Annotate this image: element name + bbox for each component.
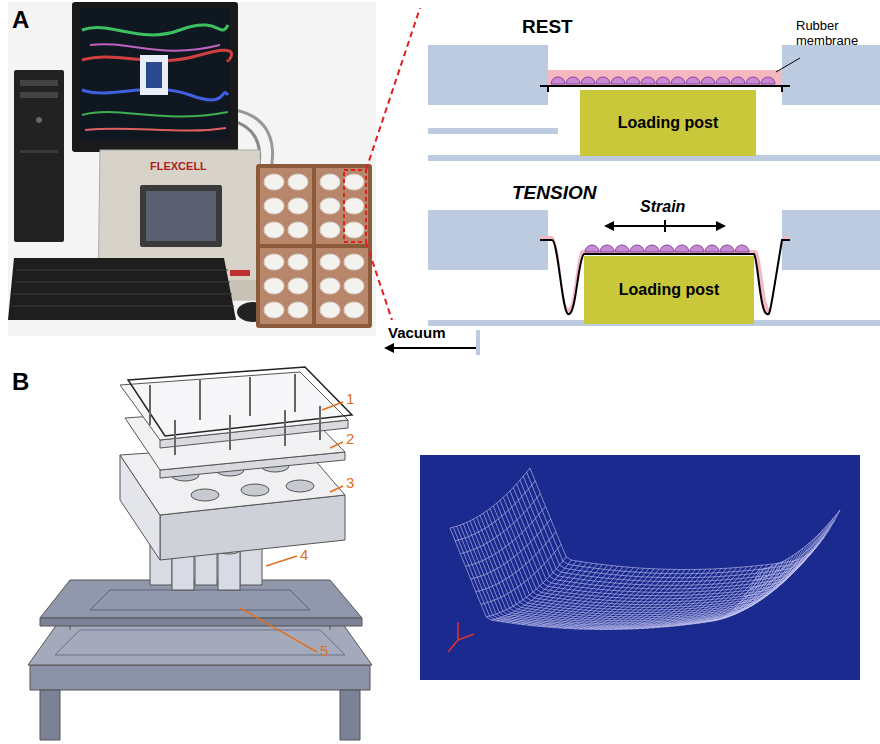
part-label: Rubber membrane [796, 18, 876, 48]
deformed-membrane-mesh [450, 468, 840, 630]
post-label: Loading post [619, 281, 719, 299]
tension-diagram [386, 210, 880, 355]
rest-diagram [428, 45, 880, 161]
panel-letter: A [12, 6, 29, 34]
state-title: REST [522, 16, 573, 38]
zoom-lines [366, 8, 420, 320]
loading-post: Loading post [580, 90, 756, 156]
brand-text: FLEXCELL [150, 160, 207, 172]
panel-letter: B [12, 368, 29, 396]
flexcell-photo [8, 2, 376, 336]
callout-number: 2 [346, 430, 354, 447]
cad-exploded-view [28, 367, 372, 740]
mesh-background [420, 455, 860, 680]
loading-post: Loading post [584, 256, 754, 324]
callout-number: 1 [346, 390, 354, 407]
state-title: TENSION [512, 182, 596, 204]
post-label: Loading post [618, 114, 718, 132]
callout-number: 4 [300, 546, 308, 563]
callout-number: 3 [346, 474, 354, 491]
callout-leaders [240, 402, 343, 652]
callout-number: 5 [320, 642, 328, 659]
strain-label: Strain [640, 198, 685, 216]
vacuum-label: Vacuum [388, 324, 446, 341]
axes [448, 622, 474, 652]
